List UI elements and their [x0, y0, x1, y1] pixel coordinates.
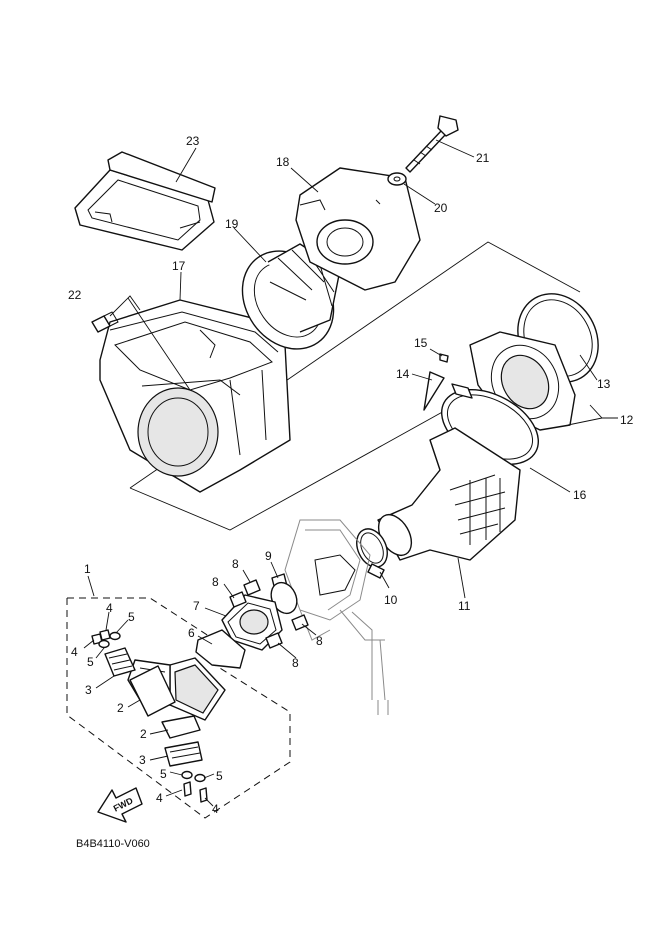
- callout-19: 19: [225, 217, 239, 231]
- reed-washer-part: [98, 631, 206, 783]
- callout-3-upper: 3: [85, 683, 92, 697]
- callout-7: 7: [193, 599, 200, 613]
- callout-6: 6: [188, 626, 195, 640]
- callout-8-right: 8: [316, 634, 323, 648]
- callout-4-lower-left: 4: [156, 791, 163, 805]
- reed-stopper-lower-part: [164, 741, 203, 767]
- air-filter-element-part: [295, 167, 421, 291]
- callout-2-upper: 2: [117, 701, 124, 715]
- callout-20: 20: [434, 201, 448, 215]
- callout-4-upper-left: 4: [71, 645, 78, 659]
- rivet-part: [423, 371, 445, 411]
- callout-14: 14: [396, 367, 410, 381]
- callout-10: 10: [384, 593, 398, 607]
- callout-22: 22: [68, 288, 82, 302]
- reed-stopper-upper-part: [104, 647, 136, 677]
- callout-5-lower-left: 5: [160, 767, 167, 781]
- forward-arrow-icon: [97, 787, 143, 823]
- callout-16: 16: [573, 488, 587, 502]
- callout-1: 1: [84, 562, 91, 576]
- joint-bolt-part: [229, 579, 309, 649]
- reed-plate-upper-part: [129, 665, 176, 717]
- callout-8-left: 8: [212, 575, 219, 589]
- callout-9: 9: [265, 549, 272, 563]
- intake-boot-part: [377, 427, 521, 561]
- callout-23: 23: [186, 134, 200, 148]
- reed-gasket-part: [195, 629, 246, 669]
- leader-lines: [83, 139, 618, 807]
- callout-15: 15: [414, 336, 428, 350]
- diagram-code: B4B4110-V060: [76, 838, 150, 850]
- callout-5-lower-right: 5: [216, 769, 223, 783]
- callout-11: 11: [458, 599, 471, 613]
- wing-bolt-part: [405, 115, 459, 173]
- callout-8-top: 8: [232, 557, 239, 571]
- callout-18: 18: [276, 155, 290, 169]
- callout-4-upper-right: 4: [106, 601, 113, 615]
- callout-5-upper-left: 5: [87, 655, 94, 669]
- air-box-bolt-part: [91, 311, 119, 333]
- air-box-part: [99, 299, 291, 493]
- reed-group-boundary: [66, 597, 291, 819]
- bolt-22-pointer: [109, 295, 191, 391]
- reed-plate-lower-part: [161, 715, 201, 739]
- callout-2-lower: 2: [140, 727, 147, 741]
- intake-joint-part: [221, 594, 283, 651]
- small-clamp-part: [356, 528, 388, 579]
- callout-13: 13: [597, 377, 611, 391]
- callout-12: 12: [620, 413, 634, 427]
- callout-3-lower: 3: [139, 753, 146, 767]
- callout-4-lower-right: 4: [212, 802, 219, 816]
- callout-8-bottom: 8: [292, 656, 299, 670]
- washer-part: [387, 172, 407, 186]
- carburetor-ghost: [284, 519, 389, 715]
- callout-21: 21: [476, 151, 490, 165]
- callout-17: 17: [172, 259, 186, 273]
- air-box-cover-part: [74, 151, 216, 251]
- carb-clamp-part: [270, 573, 298, 615]
- callout-5-upper-right: 5: [128, 610, 135, 624]
